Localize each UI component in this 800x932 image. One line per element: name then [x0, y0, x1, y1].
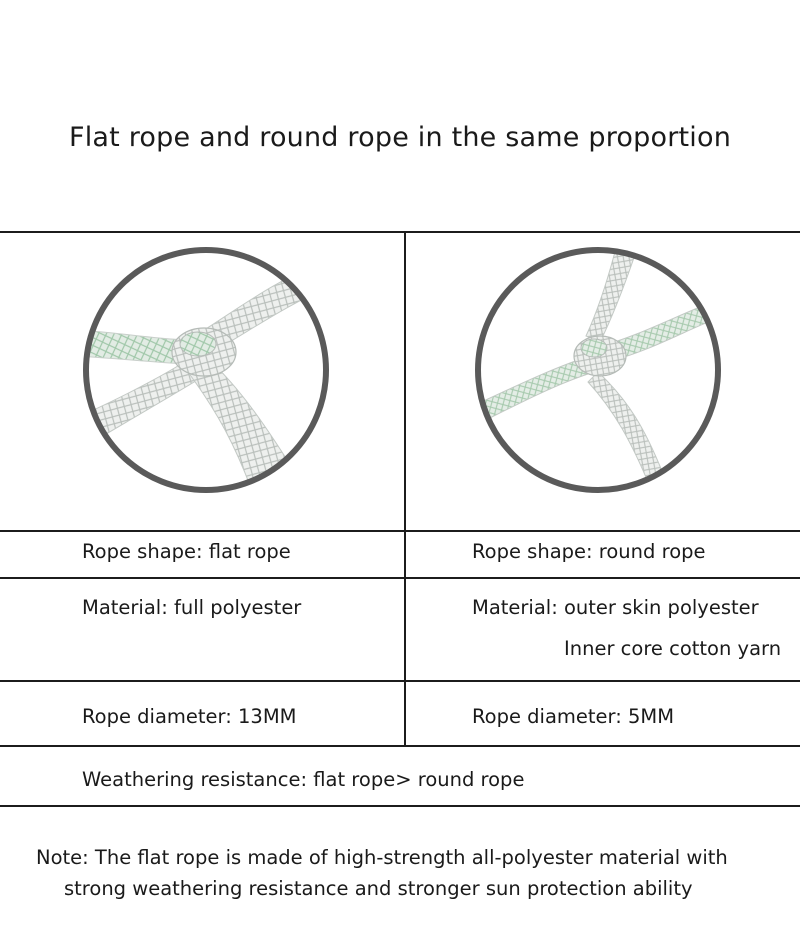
left-rope-shape: Rope shape: flat rope — [82, 540, 291, 563]
right-rope-diameter: Rope diameter: 5MM — [472, 705, 675, 728]
note-line-2: strong weathering resistance and stronge… — [64, 877, 693, 900]
flat-rope-knot-image — [76, 240, 336, 500]
column-divider — [404, 231, 406, 747]
left-material: Material: full polyester — [82, 596, 302, 619]
row-divider — [0, 680, 800, 682]
right-rope-shape: Rope shape: round rope — [472, 540, 706, 563]
note-block: Note: The flat rope is made of high-stre… — [0, 842, 800, 904]
row-divider — [0, 577, 800, 579]
page-title: Flat rope and round rope in the same pro… — [68, 122, 732, 153]
weathering-resistance: Weathering resistance: flat rope> round … — [82, 768, 525, 791]
row-divider — [0, 745, 800, 747]
right-material-line2: Inner core cotton yarn — [564, 637, 782, 660]
left-rope-diameter: Rope diameter: 13MM — [82, 705, 297, 728]
table-top-border — [0, 231, 800, 233]
right-material: Material: outer skin polyester — [472, 596, 759, 619]
round-rope-knot-image — [468, 240, 728, 500]
note-line-1: Note: The flat rope is made of high-stre… — [36, 846, 728, 869]
table-bottom-border — [0, 805, 800, 807]
row-divider — [0, 530, 800, 532]
